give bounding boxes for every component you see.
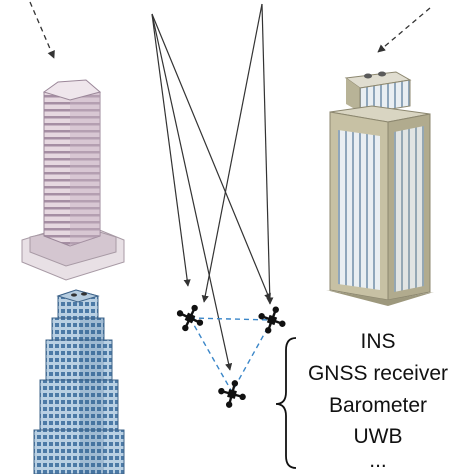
building-blue-skyscraper <box>33 289 125 474</box>
quadcopter-icon <box>176 304 204 332</box>
sensor-item: INS <box>360 330 396 353</box>
signal-arrow-left <box>29 1 55 59</box>
quadcopter-icon <box>218 380 246 408</box>
building-pink-tower <box>21 79 125 281</box>
sensor-item: Barometer <box>328 394 428 417</box>
building-olive-tower <box>326 71 434 306</box>
signal-arrow-right <box>377 7 431 53</box>
quadcopter-icon <box>258 306 286 334</box>
uwb-links <box>189 317 273 393</box>
sensor-item: UWB <box>353 425 403 448</box>
satellite-rays <box>151 3 274 371</box>
sensor-item: GNSS receiver <box>307 362 449 385</box>
sensor-brace <box>275 337 297 469</box>
sensor-item: ... <box>369 449 387 472</box>
